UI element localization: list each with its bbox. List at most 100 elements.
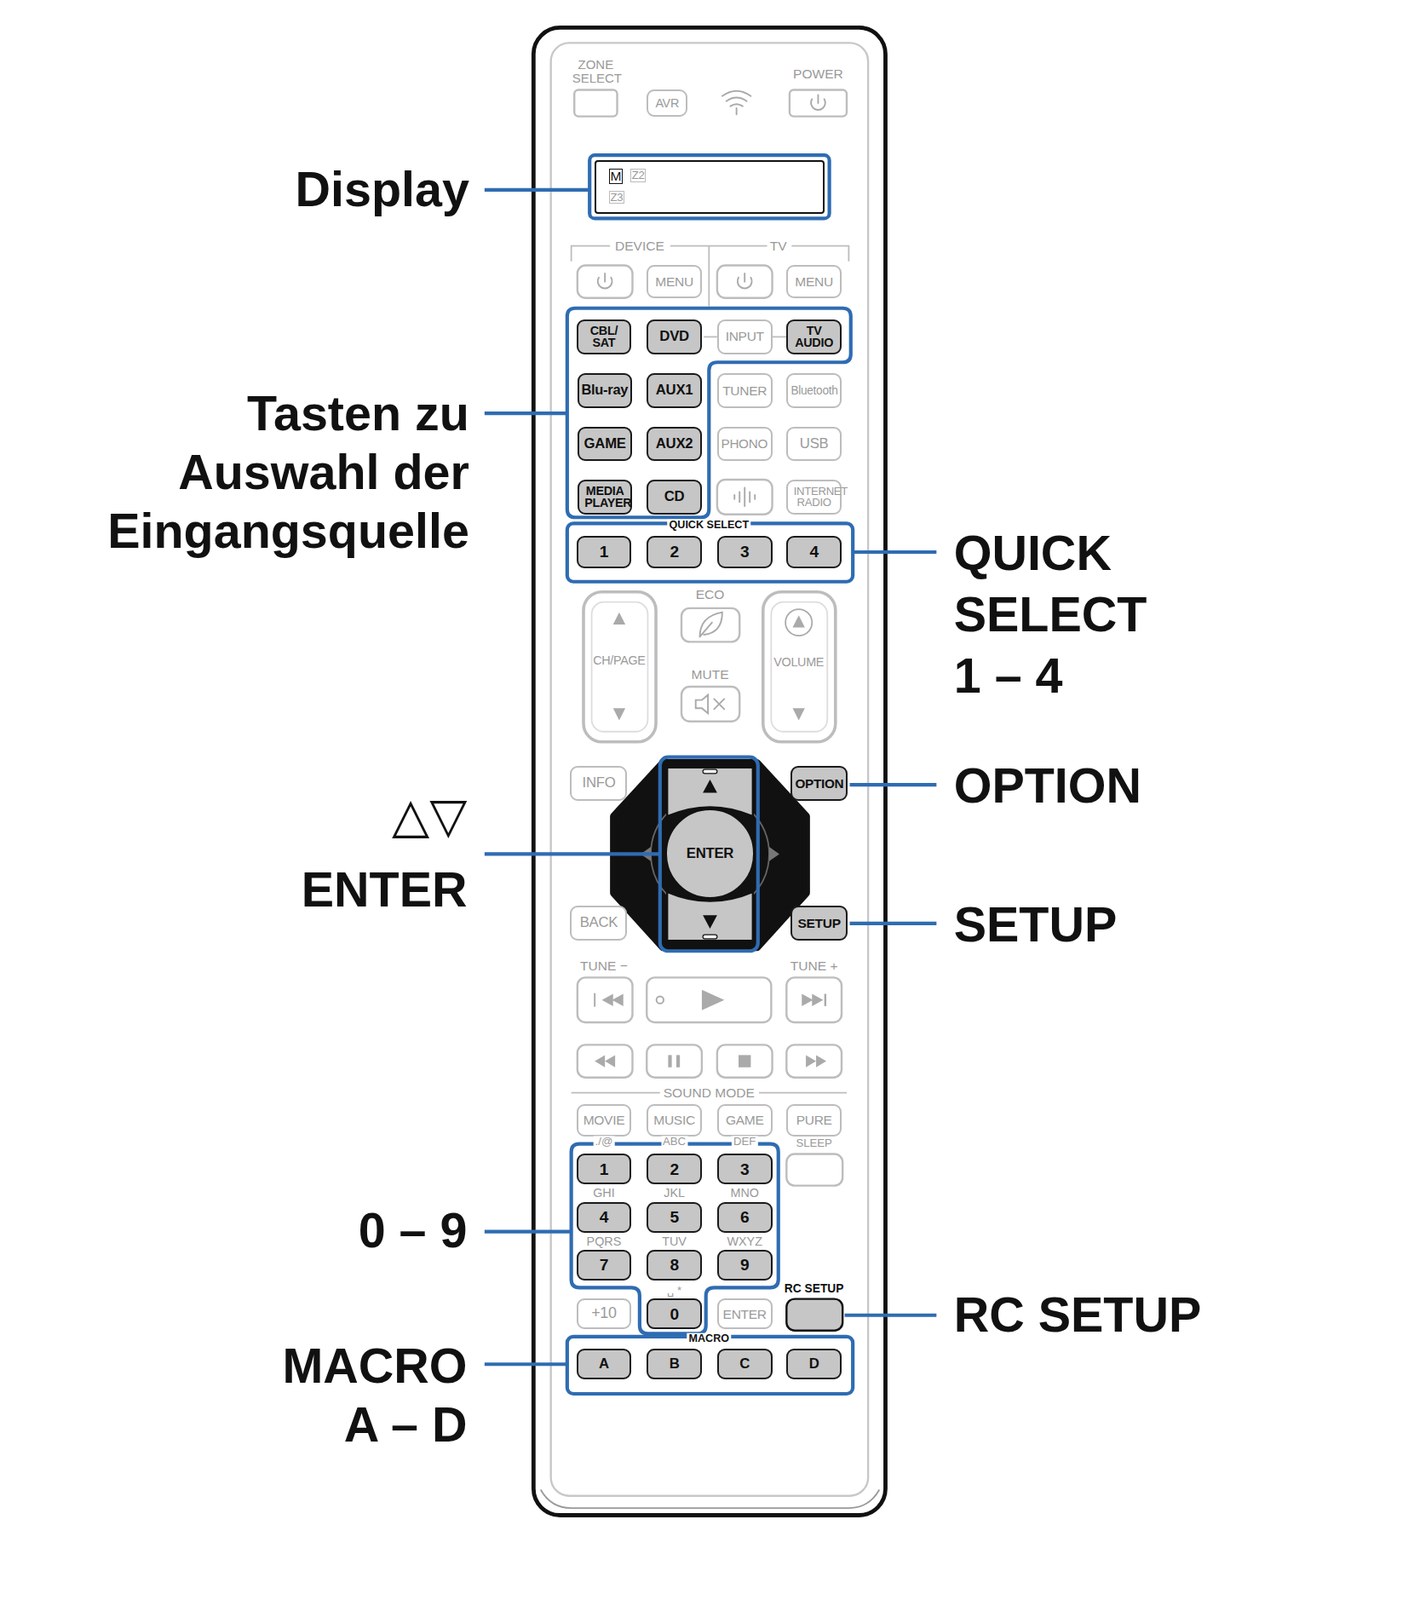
highlight-frames xyxy=(571,1144,779,1334)
button-label: 4 xyxy=(809,543,818,560)
highlight-frames xyxy=(660,757,759,952)
printed-marking: MUTE xyxy=(690,667,729,682)
button-icons xyxy=(810,94,826,110)
rocker-key: VOLUME xyxy=(764,650,833,673)
remote-button: OPTION xyxy=(790,765,848,801)
button-label: MEDIA PLAYER xyxy=(584,484,626,510)
remote-button: INFO xyxy=(569,765,627,801)
grey-icon-buttons xyxy=(681,686,740,722)
button-icons xyxy=(700,612,723,638)
leader-lines xyxy=(845,1313,938,1317)
button-label: Bluetooth xyxy=(790,384,838,397)
remote-button: CD xyxy=(646,479,702,515)
button-label: AUX2 xyxy=(655,436,693,452)
remote-housing xyxy=(551,42,869,1495)
button-label: 2 xyxy=(669,543,679,560)
remote-button: 2 xyxy=(646,535,702,569)
direction-pad xyxy=(702,769,718,774)
printed-marking: ABC xyxy=(661,1135,688,1147)
remote-button: AUX1 xyxy=(646,373,702,409)
rocker-key: CH/PAGE xyxy=(587,649,651,672)
remote-button: DVD xyxy=(646,319,702,355)
highlight-frames xyxy=(567,1336,853,1394)
callout-label: RC SETUP xyxy=(954,1290,1202,1340)
button-icons xyxy=(695,695,725,714)
remote-button: ENTER xyxy=(664,807,757,900)
button-label: 2 xyxy=(669,1161,679,1178)
remote-button: GAME xyxy=(717,1103,773,1137)
remote-button: MUSIC xyxy=(646,1103,702,1137)
button-icons xyxy=(722,91,752,115)
callout-label: QUICK SELECT 1 – 4 xyxy=(954,523,1167,708)
grey-icon-buttons xyxy=(574,90,617,117)
button-label: AUX1 xyxy=(655,383,693,398)
leader-lines xyxy=(484,189,938,1364)
remote-housing xyxy=(540,1489,880,1509)
button-label: PHONO xyxy=(721,436,769,451)
button-label: 6 xyxy=(740,1208,749,1225)
transport-symbols xyxy=(824,994,827,1007)
printed-marking: ECO xyxy=(695,587,725,602)
transport-symbols xyxy=(594,989,827,1068)
printed-marking: TUNE + xyxy=(790,959,839,973)
zone-indicator: M xyxy=(609,168,624,184)
button-icons xyxy=(656,996,664,1004)
transport-symbols xyxy=(602,994,624,1007)
grey-icon-buttons xyxy=(786,1044,842,1077)
remote-button: 6 xyxy=(717,1201,773,1233)
remote-button: PURE xyxy=(786,1103,842,1137)
transport-symbols xyxy=(801,994,823,1007)
highlight-frames xyxy=(567,308,851,518)
leader-lines xyxy=(850,921,938,926)
remote-button: 0 xyxy=(646,1298,702,1329)
leader-lines xyxy=(484,851,662,856)
button-label: USB xyxy=(799,436,829,452)
grey-icon-buttons xyxy=(681,608,740,643)
remote-button: AVR xyxy=(646,89,688,116)
button-label: INTERNET RADIO xyxy=(793,485,835,508)
button-label: MENU xyxy=(794,275,834,289)
remote-housing xyxy=(533,27,886,1515)
transport-symbols xyxy=(738,1054,751,1067)
button-label: MUSIC xyxy=(653,1113,696,1127)
transport-symbols xyxy=(594,1054,616,1067)
remote-housing xyxy=(533,27,886,1515)
callout-label: OPTION xyxy=(954,762,1142,811)
remote-button: 5 xyxy=(646,1201,702,1233)
transport-symbols xyxy=(667,1054,672,1067)
button-label: GAME xyxy=(584,436,627,452)
remote-button: B xyxy=(646,1348,702,1380)
rocker-keys xyxy=(583,592,656,742)
remote-button: MENU xyxy=(786,264,842,298)
button-label: 3 xyxy=(740,543,749,560)
button-label: 3 xyxy=(740,1161,749,1178)
remote-button: AUX2 xyxy=(646,426,702,462)
button-icons xyxy=(734,488,755,507)
grey-icon-buttons xyxy=(646,1044,702,1077)
remote-button: SETUP xyxy=(790,905,848,941)
printed-marking: ./@ xyxy=(593,1135,616,1147)
remote-button: 1 xyxy=(576,1153,633,1185)
highlight-frames xyxy=(567,155,853,1394)
remote-button: C xyxy=(717,1348,773,1380)
button-label: ENTER xyxy=(686,846,734,862)
callout-label: Tasten zu Auswahl der Eingangsquelle xyxy=(86,384,470,561)
printed-marking: TV xyxy=(768,239,789,253)
callout-label: SETUP xyxy=(954,900,1118,949)
button-label: 1 xyxy=(599,1161,609,1178)
remote-button: 1 xyxy=(576,535,633,569)
button-icons xyxy=(737,273,753,288)
button-label: 5 xyxy=(669,1208,679,1225)
printed-marking: ZONE SELECT xyxy=(572,57,620,85)
printed-marking: QUICK SELECT xyxy=(667,518,752,530)
transport-symbols xyxy=(676,1054,680,1067)
leader-lines xyxy=(852,550,937,554)
grey-icon-buttons xyxy=(717,1044,773,1077)
button-label: 1 xyxy=(599,543,609,560)
button-label: INPUT xyxy=(725,329,765,344)
button-label: BACK xyxy=(580,915,618,931)
grey-icon-buttons xyxy=(717,264,773,298)
printed-marking: POWER xyxy=(793,68,844,82)
leader-lines xyxy=(484,1362,568,1366)
remote-button: GAME xyxy=(577,426,633,462)
